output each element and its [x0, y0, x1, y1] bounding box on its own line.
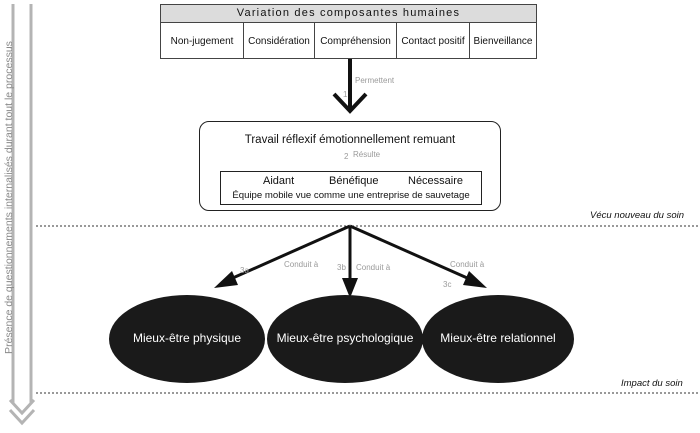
label-conduit-left-number: 3a: [240, 266, 249, 275]
label-conduit-right-number: 3c: [443, 280, 452, 289]
label-conduit-left: Conduit à: [284, 260, 319, 269]
label-permettent: Permettent: [355, 76, 395, 85]
side-process-label: Présence de questionnements internalisés…: [3, 41, 15, 354]
outcome-physique-label: Mieux-être physique: [132, 331, 242, 345]
reflexive-work-box: Travail réflexif émotionnellement remuan…: [199, 121, 501, 211]
outcome-psychologique-label: Mieux-être psychologique: [276, 331, 414, 345]
quality-necessaire: Nécessaire: [408, 175, 464, 187]
human-components-table: Variation des composantes humaines Non-j…: [160, 4, 537, 59]
label-resulte-number: 2: [344, 152, 349, 161]
table-cells-row: Non-jugement Considération Compréhension…: [161, 23, 536, 59]
side-process-arrow: [8, 4, 36, 426]
outcome-psychologique-ellipse: [267, 295, 423, 383]
table-header: Variation des composantes humaines: [161, 5, 536, 23]
cell-comprehension: Compréhension: [315, 23, 397, 59]
label-permettent-number: 1: [343, 90, 348, 99]
section-label-impact: Impact du soin: [621, 378, 683, 389]
arrow-permettent: [332, 59, 368, 114]
arrow-conduit-right: [349, 224, 487, 288]
mobile-team-description: Équipe mobile vue comme une entreprise d…: [232, 190, 470, 201]
outcome-relationnel-ellipse: [422, 295, 574, 383]
cell-non-jugement: Non-jugement: [161, 23, 244, 59]
section-label-vecu: Vécu nouveau du soin: [590, 210, 685, 221]
cell-bienveillance: Bienveillance: [473, 35, 533, 47]
label-conduit-right: Conduit à: [450, 260, 485, 269]
label-conduit-mid: Conduit à: [356, 263, 391, 272]
cell-consideration: Considération: [244, 23, 315, 59]
quality-aidant: Aidant: [263, 175, 295, 187]
arrow-conduit-mid: [342, 226, 358, 298]
arrow-conduit-left: [214, 224, 351, 288]
label-conduit-mid-number: 3b: [337, 263, 346, 272]
quality-benefique: Bénéfique: [329, 175, 379, 187]
mobile-team-box: Aidant Bénéfique Nécessaire Équipe mobil…: [220, 171, 482, 205]
label-resulte: Résulte: [353, 150, 381, 159]
qualities-row: Aidant Bénéfique Nécessaire: [221, 175, 481, 189]
outcome-physique-ellipse: [109, 295, 265, 383]
outcome-relationnel-label: Mieux-être relationnel: [440, 331, 556, 345]
reflexive-work-title: Travail réflexif émotionnellement remuan…: [244, 134, 456, 146]
cell-contact-positif: Contact positif: [397, 23, 470, 59]
